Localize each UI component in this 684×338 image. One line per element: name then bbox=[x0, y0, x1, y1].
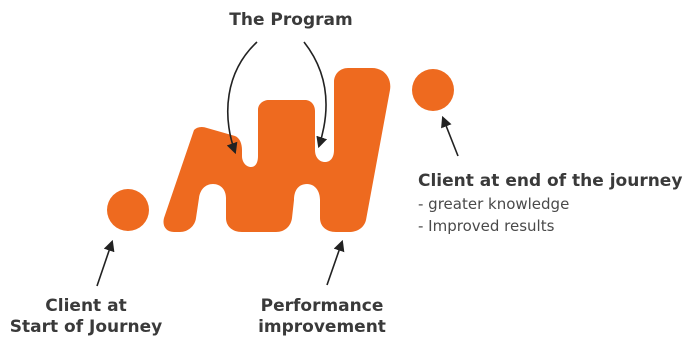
program-arrow-left bbox=[226, 41, 258, 155]
program-label: The Program bbox=[229, 10, 353, 30]
client-start-line2: Start of Journey bbox=[9, 317, 163, 337]
performance-line1: Performance bbox=[260, 296, 384, 316]
program-arrow-right bbox=[303, 41, 328, 149]
performance-line2: improvement bbox=[258, 317, 386, 337]
client-start-label: Client at Start of Journey bbox=[10, 296, 162, 338]
client-start-line1: Client at bbox=[45, 296, 127, 316]
end-arrow bbox=[441, 115, 459, 157]
start-arrow bbox=[96, 239, 115, 287]
performance-arrow bbox=[326, 239, 345, 286]
client-end-point-1: - greater knowledge bbox=[418, 195, 570, 213]
client-end-title: Client at end of the journey bbox=[418, 171, 683, 191]
end-dot bbox=[412, 69, 454, 111]
performance-shape bbox=[163, 68, 391, 232]
start-dot bbox=[107, 189, 149, 231]
client-end-point-2: - Improved results bbox=[418, 217, 555, 235]
performance-label: Performance improvement bbox=[258, 296, 386, 338]
